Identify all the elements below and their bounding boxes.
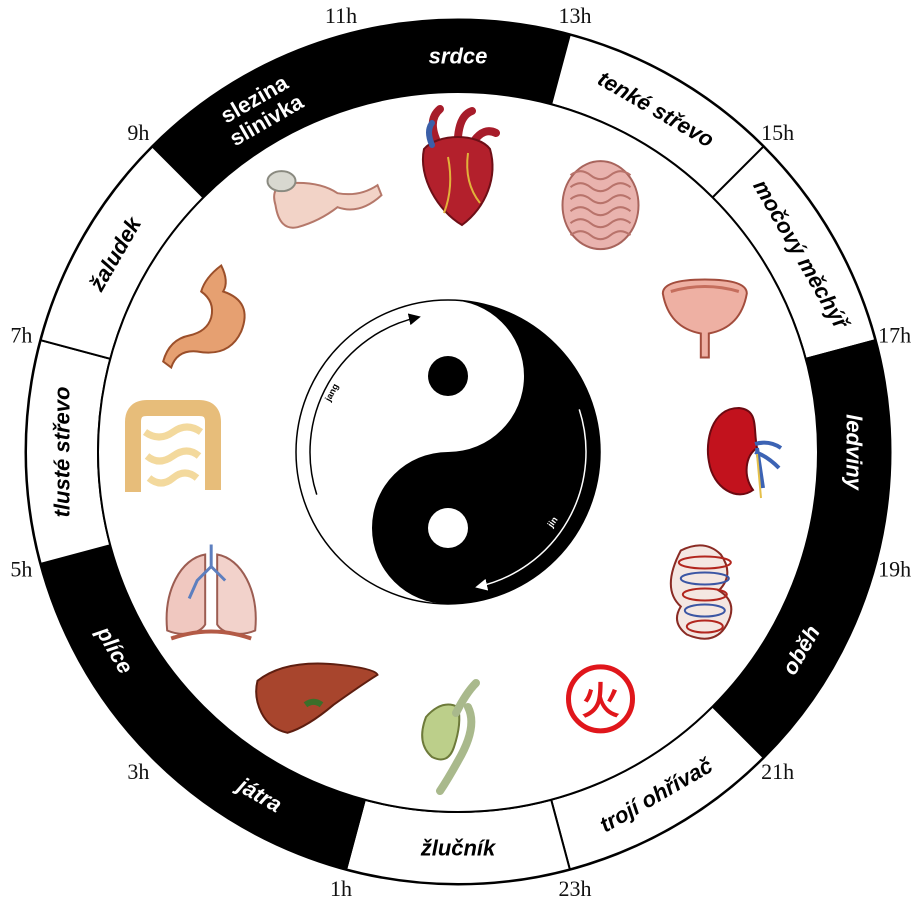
fire-symbol-icon: 火	[569, 667, 633, 731]
hour-label: 5h	[10, 556, 32, 581]
hour-label: 23h	[558, 876, 591, 900]
hour-label: 21h	[761, 759, 794, 784]
hour-label: 9h	[127, 120, 149, 145]
fire-glyph: 火	[581, 679, 619, 723]
hour-label: 15h	[761, 120, 794, 145]
hour-label: 17h	[878, 323, 911, 348]
hour-label: 3h	[127, 759, 149, 784]
yang-dot	[428, 356, 468, 396]
segment-label: ledviny	[842, 414, 867, 492]
hour-label: 1h	[330, 876, 352, 900]
small-intestine-icon	[563, 161, 639, 249]
circulation-icon	[671, 545, 732, 638]
yin-dot	[428, 508, 468, 548]
segment-label: srdce	[429, 44, 488, 69]
hour-label: 13h	[558, 3, 591, 28]
hour-label: 7h	[10, 323, 32, 348]
segment-label: tlusté střevo	[50, 387, 75, 518]
hour-label: 11h	[325, 3, 357, 28]
hour-label: 19h	[878, 556, 911, 581]
segment-label: žlučník	[420, 836, 497, 861]
